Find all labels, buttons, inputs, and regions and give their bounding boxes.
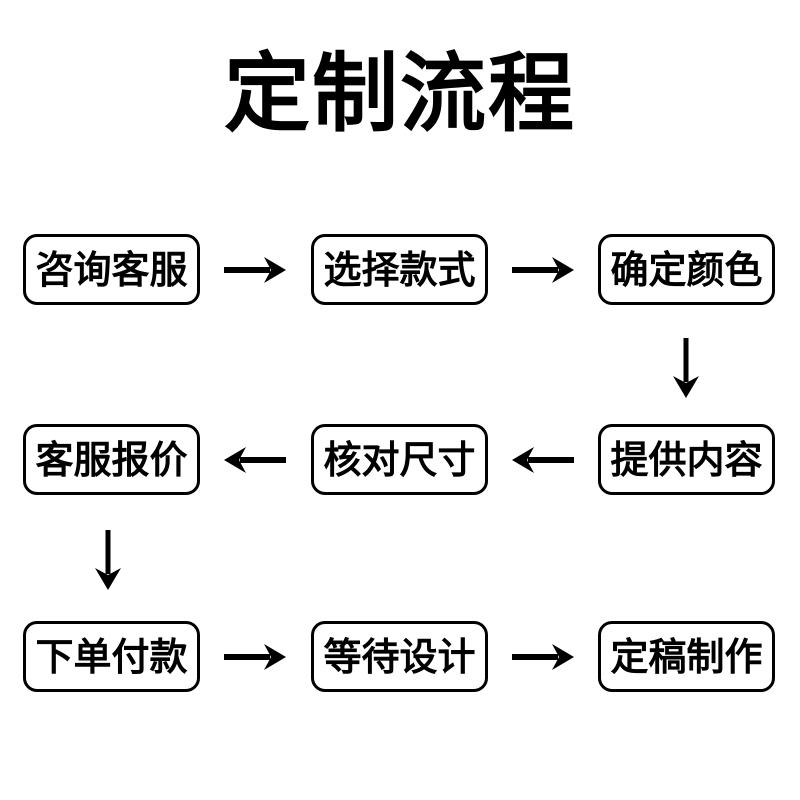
arrow-right-style-to-color <box>510 254 576 286</box>
flow-node-label: 下单付款 <box>35 633 188 679</box>
flow-node-service-quote[interactable]: 客服报价 <box>23 424 200 495</box>
arrow-down-quote-to-order <box>92 528 124 592</box>
flow-node-label: 等待设计 <box>323 633 476 679</box>
flow-node-provide-content[interactable]: 提供内容 <box>598 424 775 495</box>
flow-node-place-order-pay[interactable]: 下单付款 <box>23 621 200 692</box>
flow-node-verify-size[interactable]: 核对尺寸 <box>311 424 488 495</box>
arrow-left-size-to-quote <box>222 444 288 476</box>
page-title: 定制流程 <box>224 43 576 144</box>
arrow-down-color-to-content <box>670 336 702 400</box>
flow-node-consult-service[interactable]: 咨询客服 <box>23 234 200 305</box>
arrow-left-content-to-size <box>510 444 576 476</box>
flow-node-label: 提供内容 <box>610 436 763 482</box>
flow-node-finalize-produce[interactable]: 定稿制作 <box>598 621 775 692</box>
flow-node-label: 核对尺寸 <box>323 436 476 482</box>
arrow-right-consult-to-style <box>222 254 288 286</box>
flow-node-wait-design[interactable]: 等待设计 <box>311 621 488 692</box>
arrow-right-order-to-design <box>222 641 288 673</box>
flow-node-label: 选择款式 <box>323 246 476 292</box>
arrow-right-design-to-production <box>510 641 576 673</box>
flow-node-confirm-color[interactable]: 确定颜色 <box>598 234 775 305</box>
flow-node-label: 咨询客服 <box>35 246 188 292</box>
flow-node-label: 定稿制作 <box>610 633 763 679</box>
flow-node-label: 确定颜色 <box>610 246 763 292</box>
flow-node-choose-style[interactable]: 选择款式 <box>311 234 488 305</box>
flow-node-label: 客服报价 <box>35 436 188 482</box>
